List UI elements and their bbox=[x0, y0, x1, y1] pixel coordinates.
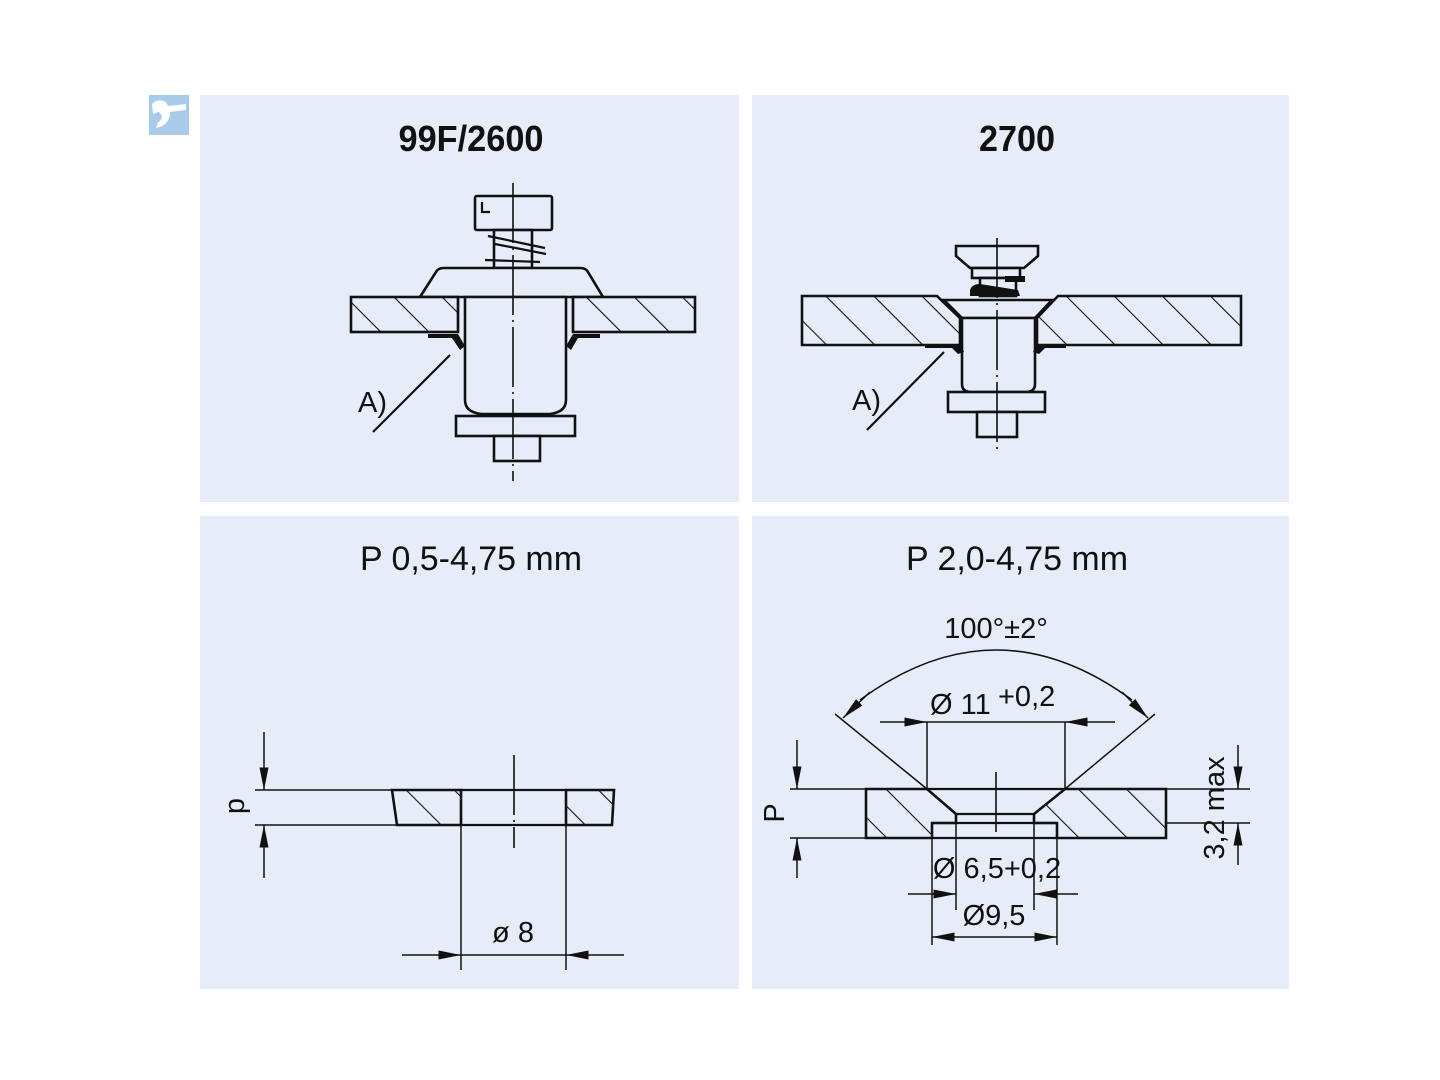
wrench-icon bbox=[152, 100, 186, 128]
thickness-label: P bbox=[759, 803, 791, 822]
hole-diameter-label: Ø 6,5+0,2 bbox=[933, 853, 1061, 885]
counterbore-diameter-label: Ø9,5 bbox=[963, 900, 1026, 932]
countersink-diameter-label: Ø 11 bbox=[930, 689, 991, 721]
depth-label: 3,2 max bbox=[1199, 756, 1231, 860]
hole-diameter-label: ø 8 bbox=[492, 917, 534, 949]
panel-title: 99F/2600 bbox=[399, 118, 544, 159]
fastener-2700-drawing: A) bbox=[800, 238, 1243, 452]
fastener-99f-2600-drawing: A) bbox=[349, 183, 697, 481]
logo bbox=[149, 95, 189, 135]
panel-hole-p20 bbox=[752, 516, 1289, 989]
panel-hole-p05 bbox=[200, 516, 739, 989]
thickness-label: p bbox=[219, 798, 251, 814]
hole-p05-drawing: ø 8 p bbox=[219, 732, 624, 970]
callout-label: A) bbox=[358, 387, 387, 419]
angle-label: 100°±2° bbox=[944, 613, 1048, 645]
callout-label: A) bbox=[852, 385, 881, 417]
panel-title: 2700 bbox=[979, 118, 1055, 159]
hole-p20-drawing: 100°±2° Ø 11 +0,2 P 3,2 max Ø 6,5+0,2 Ø9… bbox=[759, 613, 1250, 945]
panel-title: P 2,0-4,75 mm bbox=[906, 540, 1128, 578]
countersink-tolerance-label: +0,2 bbox=[998, 681, 1055, 713]
panel-title: P 0,5-4,75 mm bbox=[360, 540, 582, 578]
